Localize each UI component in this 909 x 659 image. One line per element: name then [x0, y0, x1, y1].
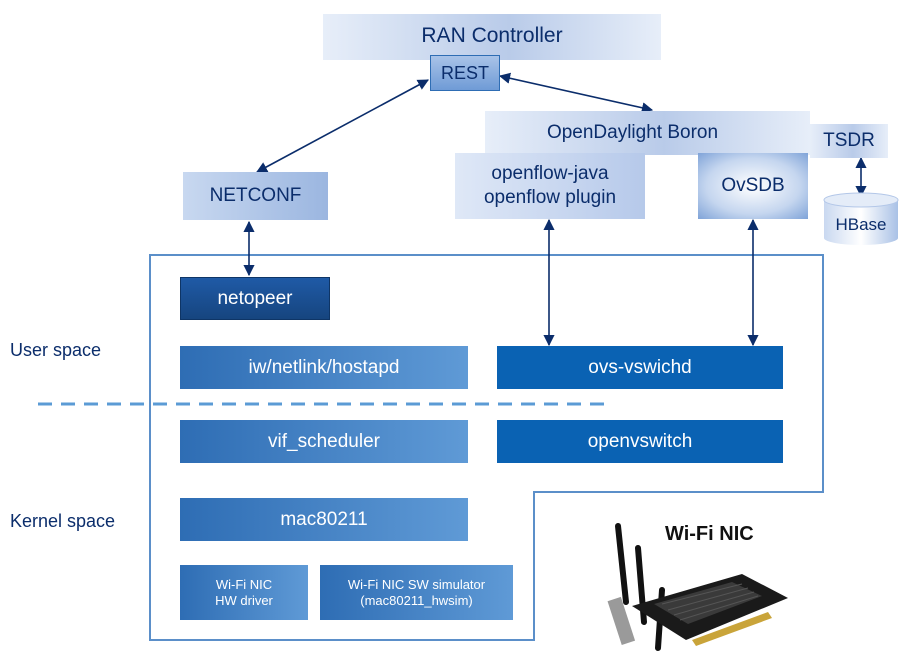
mac80211-label: mac80211 [280, 508, 368, 530]
wifi-nic-label: Wi-Fi NIC [665, 523, 754, 545]
iw-netlink-hostapd-box: iw/netlink/hostapd [180, 346, 468, 389]
iw-netlink-hostapd-label: iw/netlink/hostapd [248, 356, 400, 378]
openvswitch-label: openvswitch [587, 430, 693, 452]
kernel-space-label: Kernel space [10, 511, 116, 531]
hbase-label: HBase [835, 215, 887, 234]
wifi-nic-card-image [607, 523, 788, 651]
vif-scheduler-label: vif_scheduler [268, 430, 380, 452]
arrow-rest-opendaylight [498, 72, 654, 114]
ran-controller-label: RAN Controller [421, 24, 563, 47]
netopeer-label: netopeer [217, 287, 293, 309]
hbase-box: HBase [822, 206, 900, 244]
hwsim-box: Wi-Fi NIC SW simulator (mac80211_hwsim) [320, 565, 513, 620]
openvswitch-box: openvswitch [497, 420, 783, 463]
tsdr-label: TSDR [823, 130, 875, 151]
vif-scheduler-box: vif_scheduler [180, 420, 468, 463]
rest-label: REST [440, 62, 489, 83]
netopeer-box: netopeer [180, 277, 330, 320]
openflow-line2: openflow plugin [483, 187, 617, 208]
ovs-vswitchd-label: ovs-vswichd [588, 356, 692, 378]
hw-driver-line2: HW driver [215, 592, 273, 608]
openflow-box: openflow-java openflow plugin [455, 153, 645, 219]
hw-driver-line1: Wi-Fi NIC [215, 576, 273, 592]
tsdr-box: TSDR [810, 124, 888, 158]
hw-driver-box: Wi-Fi NIC HW driver [180, 565, 308, 620]
rest-box: REST [430, 55, 500, 91]
ran-controller-box: RAN Controller [323, 14, 661, 60]
ovsdb-label: OvSDB [721, 175, 785, 196]
openflow-line1: openflow-java [491, 163, 609, 184]
mac80211-box: mac80211 [180, 498, 468, 541]
host-boundary [149, 254, 824, 641]
opendaylight-label: OpenDaylight Boron [546, 122, 719, 143]
netconf-label: NETCONF [209, 185, 302, 206]
ovs-vswitchd-box: ovs-vswichd [497, 346, 783, 389]
netconf-box: NETCONF [183, 172, 328, 220]
hwsim-line1: Wi-Fi NIC SW simulator [347, 576, 486, 592]
hbase-database-icon [823, 192, 899, 245]
hwsim-line2: (mac80211_hwsim) [360, 592, 473, 608]
opendaylight-box: OpenDaylight Boron [485, 111, 810, 155]
user-space-label: User space [10, 340, 102, 360]
arrow-rest-netconf [256, 79, 429, 173]
ovsdb-box: OvSDB [698, 153, 808, 219]
